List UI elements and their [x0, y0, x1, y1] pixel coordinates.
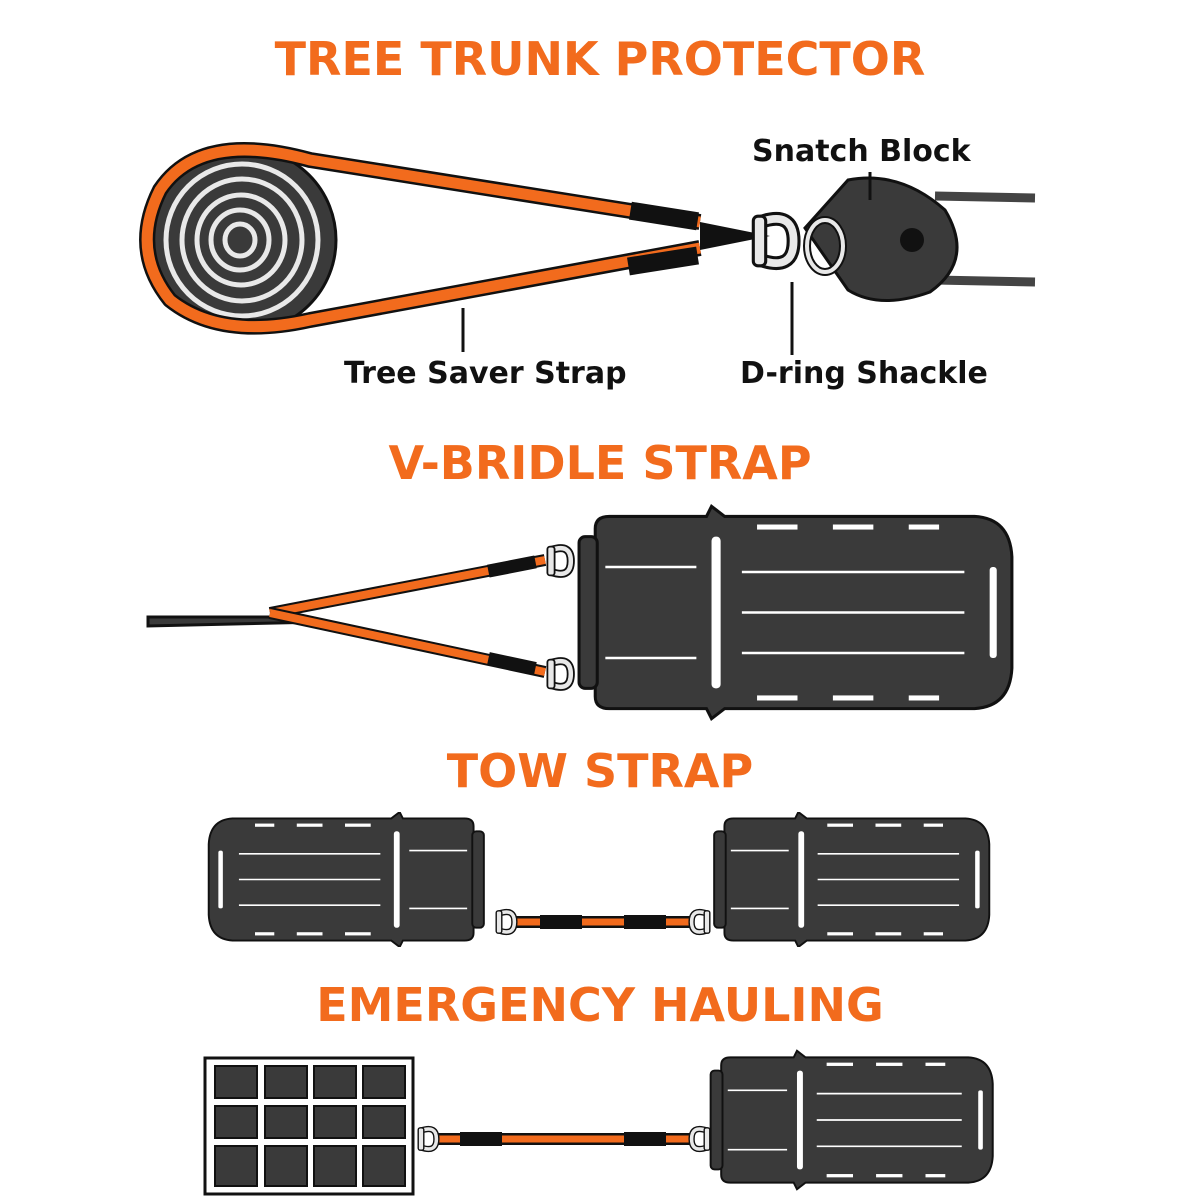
trailer-grid-icon [203, 1056, 415, 1196]
tree-saver-strap-label: Tree Saver Strap [344, 356, 627, 391]
tree-saver-strap [139, 142, 770, 335]
vehicle-icon [713, 812, 991, 947]
d-ring-shackle-icon [753, 216, 847, 355]
hauling-strap [418, 1128, 710, 1150]
tree-trunk-protector-title: TREE TRUNK PROTECTOR [274, 32, 926, 86]
v-bridle-strap [268, 554, 547, 678]
tow-strap [496, 911, 710, 933]
d-ring-shackle-label: D-ring Shackle [740, 356, 988, 391]
v-bridle-strap-title: V-BRIDLE STRAP [388, 436, 812, 490]
shackle-icon [547, 547, 570, 689]
rope-icon [934, 191, 1036, 287]
tow-strap-title: TOW STRAP [446, 744, 754, 798]
snatch-block-icon [803, 172, 959, 302]
snatch-block-label: Snatch Block [752, 134, 971, 169]
vehicle-icon [709, 1049, 994, 1191]
vehicle-icon [577, 504, 1014, 721]
vehicle-icon [207, 812, 485, 947]
emergency-hauling-title: EMERGENCY HAULING [316, 978, 884, 1032]
